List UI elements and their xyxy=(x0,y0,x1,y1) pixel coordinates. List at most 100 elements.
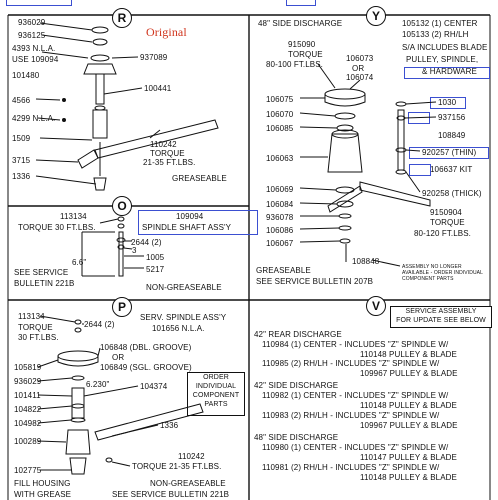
part-use-109094: USE 109094 xyxy=(12,55,59,64)
part-105819: 105819 xyxy=(14,363,42,372)
part-936078: 936078 xyxy=(266,213,294,222)
top-highlight-right xyxy=(286,0,316,6)
part-1005: 1005 xyxy=(146,253,165,262)
v-group-1-line-1a: 110984 (1) CENTER - INCLUDES "Z" SPINDLE… xyxy=(262,340,449,349)
part-106075: 106075 xyxy=(266,95,294,104)
section-v-marker: V xyxy=(366,296,386,316)
part-920258: 920258 (THICK) xyxy=(422,189,482,198)
part-106084: 106084 xyxy=(266,200,294,209)
part-108849: 108849 xyxy=(438,131,466,140)
section-r-torque-spec: 21-35 FT.LBS. xyxy=(143,158,196,167)
v-group-3-line-2a: 110981 (2) RH/LH - INCLUDES "Z" SPINDLE … xyxy=(262,463,440,472)
part-113134-p: 113134 xyxy=(18,312,45,321)
v-group-3-title: 48" SIDE DISCHARGE xyxy=(254,433,339,442)
section-p-torque-spec: 30 FT.LBS. xyxy=(18,333,59,342)
part-4299: 4299 N.L.A. xyxy=(12,114,56,123)
order-line-4: PARTS xyxy=(204,401,228,408)
part-920257: 920257 (THIN) xyxy=(422,148,477,157)
part-106085: 106085 xyxy=(266,124,294,133)
part-109094: 109094 xyxy=(176,212,204,221)
order-line-2: INDIVIDUAL xyxy=(195,383,237,390)
part-106069: 106069 xyxy=(266,185,294,194)
v-group-2-line-2a: 110983 (2) RH/LH - INCLUDES "Z" SPINDLE … xyxy=(262,411,440,420)
part-106086: 106086 xyxy=(266,226,294,235)
section-r-torque-label: TORQUE xyxy=(150,149,185,158)
highlight-920257 xyxy=(409,147,489,159)
v-group-2-line-1b: 110148 PULLEY & BLADE xyxy=(360,401,457,410)
part-1336-p: 1336 xyxy=(160,421,179,430)
part-2644-o: 2644 (2) xyxy=(131,238,162,247)
section-y-top-torque-spec: 80-100 FT.LBS. xyxy=(266,60,323,69)
section-p-serv-nla: 101656 N.L.A. xyxy=(152,324,205,333)
section-y-includes-2: PULLEY, SPINDLE, xyxy=(406,55,479,64)
part-106063: 106063 xyxy=(266,154,294,163)
part-113134-o: 113134 xyxy=(60,212,87,221)
order-line-3: COMPONENT xyxy=(192,392,240,399)
v-group-3-line-2b: 110148 PULLEY & BLADE xyxy=(360,473,457,482)
part-104374: 104374 xyxy=(140,382,168,391)
section-y-marker: Y xyxy=(366,6,386,26)
section-y-greaseable: GREASEABLE xyxy=(256,266,311,275)
part-102775: 102775 xyxy=(14,466,42,475)
section-y-bulletin: SEE SERVICE BULLETIN 207B xyxy=(256,277,374,286)
section-p-serv: SERV. SPINDLE ASS'Y xyxy=(140,313,227,322)
part-937156: 937156 xyxy=(438,113,466,122)
highlight-hardware xyxy=(404,67,490,79)
part-936125: 936125 xyxy=(18,31,46,40)
part-1336: 1336 xyxy=(12,172,31,181)
part-936029-p: 936029 xyxy=(14,377,42,386)
section-o-assy: SPINDLE SHAFT ASS'Y xyxy=(142,223,232,232)
service-assembly-line-1: SERVICE ASSEMBLY xyxy=(405,308,477,315)
v-group-1-line-1b: 110148 PULLEY & BLADE xyxy=(360,350,457,359)
part-101480: 101480 xyxy=(12,71,40,80)
v-group-2-line-2b: 109967 PULLEY & BLADE xyxy=(360,421,458,430)
part-5217: 5217 xyxy=(146,265,165,274)
section-o-marker: O xyxy=(112,196,132,216)
part-106070: 106070 xyxy=(266,110,294,119)
v-group-1-line-2b: 109967 PULLEY & BLADE xyxy=(360,369,458,378)
top-highlight-left xyxy=(6,0,72,6)
section-p-marker: P xyxy=(112,297,132,317)
part-104822: 104822 xyxy=(14,405,42,414)
part-3: 3 xyxy=(132,246,137,255)
section-p-grease: WITH GREASE xyxy=(14,490,72,499)
part-106073: 106073 xyxy=(346,54,374,63)
v-group-2-line-1a: 110982 (1) CENTER - INCLUDES "Z" SPINDLE… xyxy=(262,391,449,400)
part-4566: 4566 xyxy=(12,96,31,105)
part-1509: 1509 xyxy=(12,134,31,143)
section-o-dim: 6.6" xyxy=(72,258,87,267)
section-y-nla-note: ASSEMBLY NO LONGER AVAILABLE - ORDER IND… xyxy=(402,264,483,282)
section-p-or: OR xyxy=(112,353,125,362)
part-108848: 108848 xyxy=(352,257,380,266)
part-100441: 100441 xyxy=(144,84,172,93)
part-937089: 937089 xyxy=(140,53,168,62)
v-group-1-title: 42" REAR DISCHARGE xyxy=(254,330,342,339)
part-100289: 100289 xyxy=(14,437,42,446)
section-o-torque: TORQUE 30 FT.LBS. xyxy=(18,223,96,232)
section-y-or: OR xyxy=(352,64,365,73)
section-y-top-torque: TORQUE xyxy=(288,50,323,59)
service-assembly-line-2: FOR UPDATE SEE BELOW xyxy=(396,317,486,324)
part-110242: 110242 xyxy=(150,140,177,149)
v-group-3-line-1b: 110147 PULLEY & BLADE xyxy=(360,453,457,462)
section-y-bottom-torque: TORQUE xyxy=(430,218,465,227)
section-p-dim: 6.230" xyxy=(86,380,110,389)
section-p-non: NON-GREASEABLE xyxy=(150,479,226,488)
part-110242-p: 110242 xyxy=(178,452,205,461)
section-o-note: NON-GREASEABLE xyxy=(146,283,222,292)
section-y-includes-3: & HARDWARE xyxy=(422,67,477,76)
part-4393: 4393 N.L.A. xyxy=(12,44,56,53)
order-components-box: ORDER INDIVIDUAL COMPONENT PARTS xyxy=(187,372,245,416)
part-2644-p: 2644 (2) xyxy=(84,320,115,329)
part-106637-kit: 106637 KIT xyxy=(430,165,473,174)
order-line-1: ORDER xyxy=(203,374,229,381)
section-y-bottom-torque-spec: 80-120 FT.LBS. xyxy=(414,229,471,238)
part-101411: 101411 xyxy=(14,391,41,400)
section-p-bulletin: SEE SERVICE BULLETIN 221B xyxy=(112,490,230,499)
service-assembly-box: SERVICE ASSEMBLY FOR UPDATE SEE BELOW xyxy=(390,306,492,328)
part-3715: 3715 xyxy=(12,156,31,165)
part-915090: 915090 xyxy=(288,40,316,49)
